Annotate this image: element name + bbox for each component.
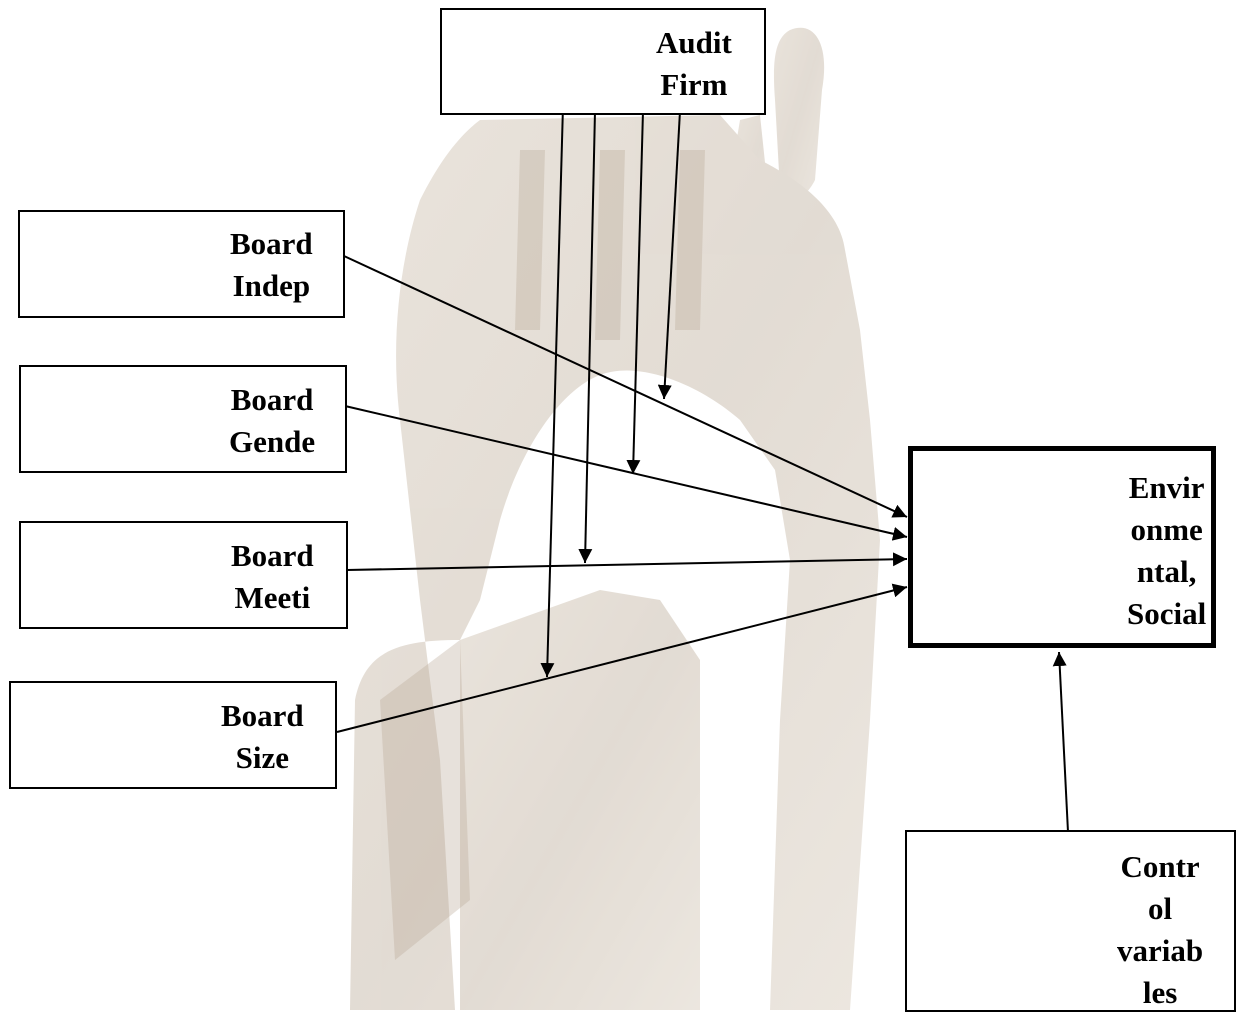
node-audit-firm: Audit Firm <box>440 8 766 115</box>
board-size-line-2: Size <box>235 740 290 775</box>
edge-board-gender-to-esg <box>344 405 908 541</box>
board-gender-line-1: Board <box>230 382 314 417</box>
board-meeting-line-1: Board <box>231 538 314 573</box>
control-line-2: ol <box>1148 891 1173 926</box>
audit-firm-line-1: Audit <box>656 25 732 60</box>
board-gender-line-2: Gende <box>229 424 316 459</box>
moderation-arrow-board-indep <box>657 110 681 400</box>
edge-board-indep-to-esg <box>343 255 908 518</box>
board-meeting-line-2: Meeti <box>234 580 311 615</box>
board-indep-line-1: Board <box>230 226 313 261</box>
node-esg-performance: Envir onme ntal, Social <box>908 446 1216 648</box>
board-indep-line-2: Indep <box>232 268 311 303</box>
node-board-size: Board Size <box>9 681 337 789</box>
node-board-indep: Board Indep <box>18 210 345 318</box>
control-line-1: Contr <box>1120 849 1200 884</box>
esg-line-4: Social <box>1127 596 1207 631</box>
esg-line-2: onme <box>1130 512 1203 547</box>
edge-control-to-esg <box>1052 651 1069 833</box>
moderation-arrow-board-meeting <box>578 110 596 564</box>
edge-board-meeting-to-esg <box>346 552 908 571</box>
moderation-arrow-board-size <box>540 105 564 678</box>
esg-line-3: ntal, <box>1136 554 1197 589</box>
node-board-gender: Board Gende <box>19 365 347 473</box>
node-control-variables: Contr ol variab les <box>905 830 1236 1012</box>
board-size-line-1: Board <box>221 698 304 733</box>
edge-board-size-to-esg <box>336 583 908 733</box>
moderation-arrow-board-gender <box>626 110 644 475</box>
audit-firm-line-2: Firm <box>660 67 728 102</box>
node-board-meeting: Board Meeti <box>19 521 348 629</box>
control-line-4: les <box>1142 975 1178 1010</box>
control-line-3: variab <box>1117 933 1204 968</box>
esg-line-1: Envir <box>1128 470 1205 505</box>
